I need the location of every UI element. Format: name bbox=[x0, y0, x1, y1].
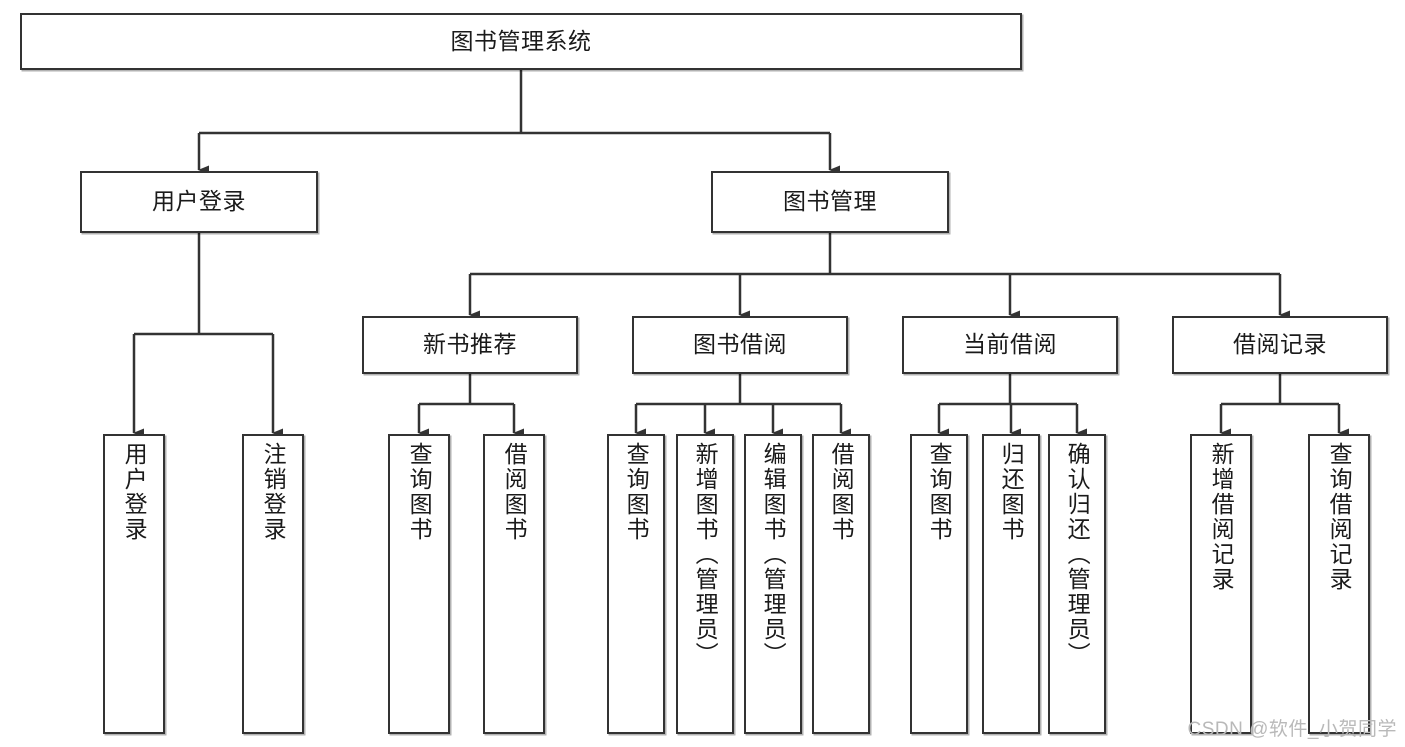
node-leaf-bb-query[interactable]: 查询图书 bbox=[607, 434, 665, 734]
node-leaf-rec-query[interactable]: 查询图书 bbox=[388, 434, 450, 734]
node-leaf-user-logout[interactable]: 注销登录 bbox=[242, 434, 304, 734]
node-label-leaf-bb-edit: 编辑图书（管理员） bbox=[760, 442, 787, 667]
node-borrow-record[interactable]: 借阅记录 bbox=[1172, 316, 1388, 374]
node-label-root: 图书管理系统 bbox=[450, 27, 592, 54]
node-label-leaf-br-query: 查询借阅记录 bbox=[1326, 442, 1353, 592]
node-label-current-borrow: 当前借阅 bbox=[963, 331, 1057, 358]
csdn-watermark: CSDN @软件_小贺同学 bbox=[1187, 719, 1397, 740]
node-current-borrow[interactable]: 当前借阅 bbox=[902, 316, 1118, 374]
node-leaf-bb-borrow[interactable]: 借阅图书 bbox=[812, 434, 870, 734]
node-new-book-rec[interactable]: 新书推荐 bbox=[362, 316, 578, 374]
node-book-borrow[interactable]: 图书借阅 bbox=[632, 316, 848, 374]
node-label-leaf-user-logout: 注销登录 bbox=[260, 442, 287, 542]
node-leaf-br-add[interactable]: 新增借阅记录 bbox=[1190, 434, 1252, 734]
node-leaf-bb-edit[interactable]: 编辑图书（管理员） bbox=[744, 434, 802, 734]
node-leaf-user-login[interactable]: 用户登录 bbox=[103, 434, 165, 734]
node-label-book-borrow: 图书借阅 bbox=[693, 331, 787, 358]
node-label-leaf-bb-borrow: 借阅图书 bbox=[828, 442, 855, 542]
node-label-leaf-cb-confirm: 确认归还（管理员） bbox=[1064, 442, 1091, 667]
node-leaf-bb-add[interactable]: 新增图书（管理员） bbox=[676, 434, 734, 734]
node-label-leaf-rec-borrow: 借阅图书 bbox=[501, 442, 528, 542]
node-label-new-book-rec: 新书推荐 bbox=[423, 331, 517, 358]
node-label-leaf-user-login: 用户登录 bbox=[121, 442, 148, 542]
node-label-book-manage: 图书管理 bbox=[783, 188, 877, 215]
node-leaf-cb-confirm[interactable]: 确认归还（管理员） bbox=[1048, 434, 1106, 734]
node-label-leaf-rec-query: 查询图书 bbox=[406, 442, 433, 542]
node-label-borrow-record: 借阅记录 bbox=[1233, 331, 1327, 358]
node-book-manage[interactable]: 图书管理 bbox=[711, 171, 949, 233]
node-label-leaf-bb-add: 新增图书（管理员） bbox=[692, 442, 719, 667]
node-leaf-cb-return[interactable]: 归还图书 bbox=[982, 434, 1040, 734]
node-leaf-br-query[interactable]: 查询借阅记录 bbox=[1308, 434, 1370, 734]
node-label-leaf-cb-return: 归还图书 bbox=[998, 442, 1025, 542]
node-label-leaf-bb-query: 查询图书 bbox=[623, 442, 650, 542]
node-leaf-cb-query[interactable]: 查询图书 bbox=[910, 434, 968, 734]
node-label-user-login: 用户登录 bbox=[152, 188, 246, 215]
node-label-leaf-br-add: 新增借阅记录 bbox=[1208, 442, 1235, 592]
node-user-login[interactable]: 用户登录 bbox=[80, 171, 318, 233]
node-label-leaf-cb-query: 查询图书 bbox=[926, 442, 953, 542]
node-leaf-rec-borrow[interactable]: 借阅图书 bbox=[483, 434, 545, 734]
node-root[interactable]: 图书管理系统 bbox=[20, 13, 1022, 70]
